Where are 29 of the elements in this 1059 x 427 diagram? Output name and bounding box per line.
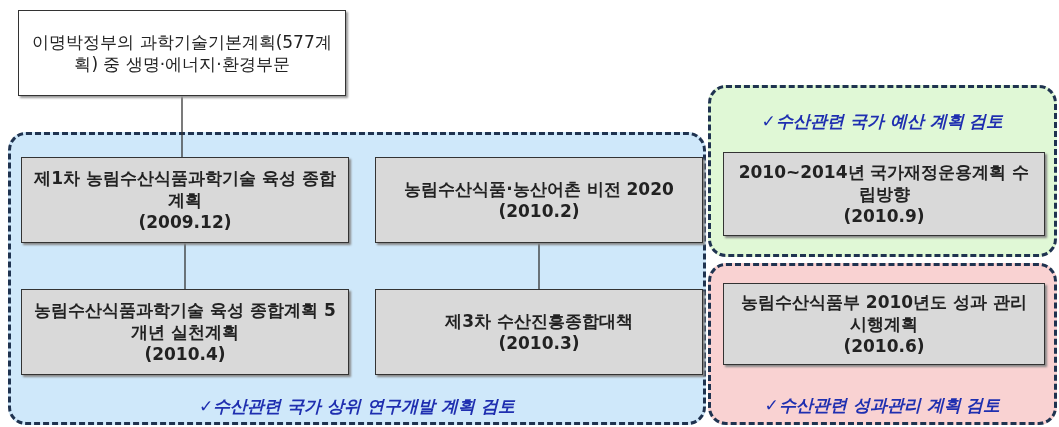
plan-date: (2010.4) (144, 343, 226, 366)
plan-box (18, 10, 346, 96)
plan-box (375, 289, 703, 375)
plan-box (723, 283, 1045, 365)
plan-date: (2009.12) (138, 211, 232, 234)
plan-date: (2010.6) (843, 335, 925, 358)
connector-line (184, 242, 186, 290)
connector-line (538, 242, 540, 290)
group-caption: ✓수산관련 국가 상위 연구개발 계획 검토 (198, 395, 517, 418)
group-caption: ✓수산관련 국가 예산 계획 검토 (760, 110, 1005, 133)
group-caption: ✓수산관련 성과관리 계획 검토 (763, 394, 1002, 417)
dashed-group-panel (708, 85, 1057, 257)
plan-title: 제1차 농림수산식품과학기술 육성 종합계획 (33, 166, 337, 212)
plan-box (723, 152, 1045, 236)
plan-box (21, 289, 349, 375)
plan-title: 농림수산식품·농산어촌 비전 2020 (404, 177, 674, 200)
plan-title: 이명박정부의 과학기술기본계획(577계획) 중 생명·에너지·환경부문 (31, 30, 333, 76)
plan-title: 2010~2014년 국가재정운용계획 수립방향 (737, 160, 1031, 206)
plan-date: (2010.3) (498, 332, 580, 355)
plan-title: 농림수산식품부 2010년도 성과 관리 시행계획 (739, 290, 1029, 336)
plan-box (375, 157, 703, 243)
plan-box (21, 157, 349, 243)
connector-line (181, 95, 183, 158)
dashed-group-panel (708, 263, 1057, 425)
plan-date: (2010.9) (843, 205, 925, 228)
plan-title: 농림수산식품과학기술 육성 종합계획 5개년 실천계획 (33, 298, 337, 344)
dashed-group-panel (8, 132, 706, 425)
plan-date: (2010.2) (498, 200, 580, 223)
plan-title: 제3차 수산진흥종합대책 (445, 309, 633, 332)
